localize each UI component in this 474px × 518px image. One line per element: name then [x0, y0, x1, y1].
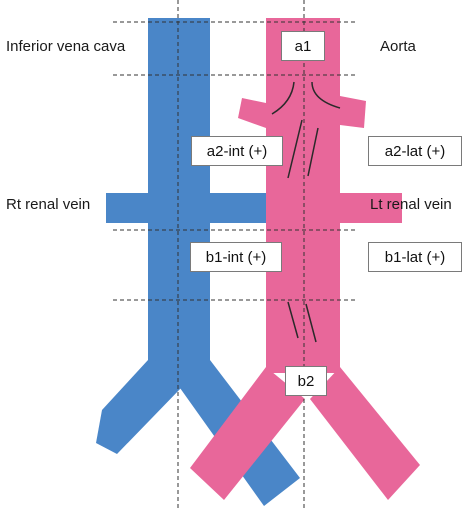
zone-a2-int: a2-int (+) [191, 136, 283, 166]
aorta-marks [271, 81, 341, 343]
lesion-line-3 [287, 301, 299, 339]
guide-lines [113, 0, 358, 510]
aorta-label: Aorta [380, 38, 416, 55]
lesion-line-4 [305, 303, 317, 343]
zone-b1-lat: b1-lat (+) [368, 242, 462, 272]
aorta-left-iliac [310, 367, 420, 500]
lt-renal-vein [340, 193, 402, 223]
aorta-branch-left [238, 98, 266, 128]
lt-renal-vein-label: Lt renal vein [370, 196, 452, 213]
ivc-label: Inferior vena cava [6, 38, 126, 55]
ivc-trunk [148, 18, 210, 362]
branch-line-2 [311, 81, 341, 109]
zone-b2: b2 [285, 366, 327, 396]
zone-a2-lat: a2-lat (+) [368, 136, 462, 166]
zone-a1: a1 [281, 31, 325, 61]
ivc-right-iliac [96, 360, 181, 454]
rt-renal-vein-label: Rt renal vein [6, 196, 91, 213]
branch-line-1 [271, 81, 295, 115]
rt-renal-vein [106, 193, 270, 223]
zone-b1-int: b1-int (+) [190, 242, 282, 272]
lesion-line-2 [307, 127, 319, 177]
aorta-right-iliac [190, 367, 305, 500]
aorta-branch-right [340, 96, 366, 128]
aorta-trunk [266, 18, 340, 373]
aorta [190, 18, 420, 500]
lesion-line-1 [287, 119, 303, 179]
